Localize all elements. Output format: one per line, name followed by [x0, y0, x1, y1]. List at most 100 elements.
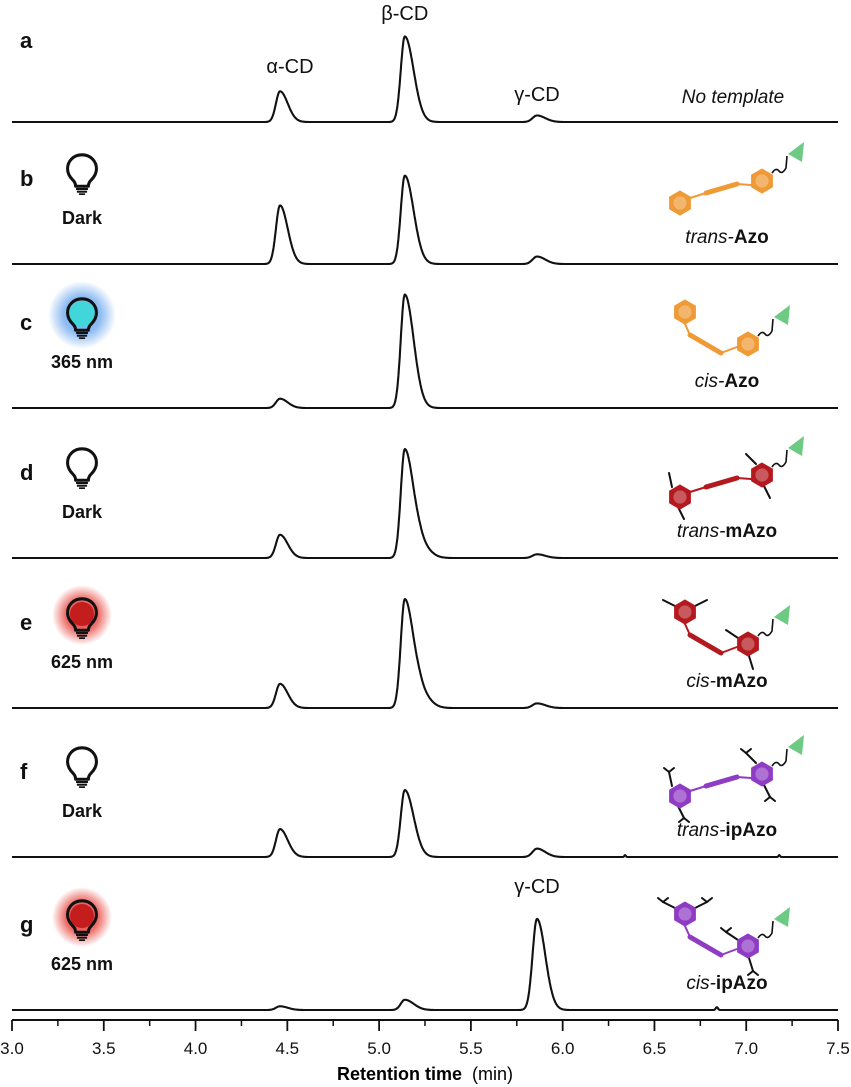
template-label: cis-ipAzo	[686, 973, 767, 994]
template-label: trans-ipAzo	[677, 820, 777, 841]
aromatic-ring-top	[674, 299, 696, 325]
chromatogram-trace	[11, 448, 839, 560]
template-prefix: cis-	[686, 671, 716, 692]
ring-bond	[689, 486, 707, 493]
isopropyl-branch	[764, 796, 771, 802]
light-condition-label: Dark	[62, 208, 103, 228]
ring-bond	[720, 346, 738, 354]
isopropyl-branch	[683, 817, 690, 823]
panel-letter: c	[20, 310, 32, 335]
methyl-bond	[694, 599, 708, 607]
ring-bond	[720, 646, 738, 654]
green-triangle-marker	[788, 142, 804, 162]
linker	[771, 449, 788, 468]
azo-double-bond	[703, 475, 740, 490]
ring-bond	[736, 183, 752, 186]
aromatic-ring-left-highlight	[673, 789, 687, 803]
aromatic-ring-right-highlight	[741, 939, 755, 953]
x-tick-label: 3.5	[92, 1039, 116, 1058]
methyl-bond	[725, 629, 739, 639]
azo-double-bond	[687, 934, 724, 958]
uv-glow-core	[69, 301, 95, 327]
aromatic-ring-right-highlight	[741, 337, 755, 351]
methyl-bond	[763, 784, 771, 798]
template-name: mAzo	[725, 521, 777, 542]
aromatic-ring-left	[669, 190, 691, 216]
ring-bond	[736, 477, 752, 480]
x-tick-label: 4.0	[184, 1039, 208, 1058]
x-axis-title-main: Retention time	[337, 1064, 462, 1084]
isopropyl-branch	[663, 767, 670, 773]
isopropyl-branch	[747, 970, 754, 976]
methyl-bond	[662, 599, 676, 607]
aromatic-ring-top-highlight	[678, 305, 692, 319]
template-molecule-cis-ipAzo	[657, 897, 790, 976]
x-axis-title: Retention time (min)	[337, 1064, 513, 1084]
chromatogram-trace	[11, 598, 839, 710]
methyl-bond	[668, 472, 673, 488]
isopropyl-branch	[706, 897, 713, 903]
ring-bond	[689, 192, 707, 199]
template-prefix: trans-	[685, 227, 734, 248]
lightbulb-icon	[66, 746, 98, 788]
aromatic-ring-right	[751, 761, 773, 787]
panel-letter: e	[20, 610, 32, 635]
aromatic-ring-top	[674, 901, 696, 927]
x-axis-title-unit: (min)	[472, 1064, 513, 1084]
aromatic-ring-right	[751, 462, 773, 488]
aromatic-ring-right	[737, 933, 759, 959]
template-molecule-cis-Azo	[674, 299, 790, 357]
azo-double-bond	[687, 632, 724, 656]
azo-double-bond	[703, 181, 740, 196]
chromatogram-trace	[11, 917, 839, 1012]
x-tick-label: 3.0	[0, 1039, 24, 1058]
template-label: cis-mAzo	[686, 671, 767, 692]
isopropyl-branch	[678, 817, 685, 823]
peak-label-beta: β-CD	[381, 3, 428, 25]
azo-double-bond	[687, 332, 724, 356]
aromatic-ring-left-highlight	[673, 490, 687, 504]
template-label: No template	[682, 87, 784, 108]
x-tick-label: 5.5	[459, 1039, 483, 1058]
template-name: ipAzo	[725, 820, 777, 841]
lightbulb-icon	[66, 447, 98, 489]
aromatic-ring-right	[737, 331, 759, 357]
green-triangle-marker	[774, 305, 790, 325]
azo-double-bond	[703, 774, 740, 789]
isopropyl-branch	[740, 748, 747, 754]
template-prefix: trans-	[677, 521, 726, 542]
methyl-bond	[725, 931, 739, 941]
chromatogram-trace	[11, 293, 839, 410]
template-name: Azo	[724, 371, 759, 392]
template-prefix: trans-	[677, 820, 726, 841]
isopropyl-branch	[668, 767, 675, 773]
x-tick-label: 5.0	[367, 1039, 391, 1058]
ring-bond	[689, 785, 707, 792]
green-triangle-marker	[788, 436, 804, 456]
isopropyl-branch	[769, 796, 776, 802]
ring-bond	[720, 948, 738, 956]
x-tick-label: 6.0	[551, 1039, 575, 1058]
peak-label-gamma: γ-CD	[514, 876, 560, 898]
methyl-bond	[748, 655, 754, 670]
aromatic-ring-top-highlight	[678, 907, 692, 921]
methyl-bond	[745, 453, 757, 465]
isopropyl-branch	[752, 970, 759, 976]
template-name: mAzo	[716, 671, 768, 692]
methyl-bond	[745, 752, 757, 764]
methyl-bond	[763, 485, 771, 499]
x-tick-label: 6.5	[643, 1039, 667, 1058]
template-molecule-trans-mAzo	[668, 436, 804, 520]
aromatic-ring-right	[751, 168, 773, 194]
light-condition-label: Dark	[62, 502, 103, 522]
isopropyl-branch	[745, 748, 752, 754]
template-label: trans-Azo	[685, 227, 768, 248]
light-condition-label: Dark	[62, 801, 103, 821]
isopropyl-branch	[720, 927, 727, 933]
aromatic-ring-right-highlight	[755, 468, 769, 482]
linker	[771, 748, 788, 767]
